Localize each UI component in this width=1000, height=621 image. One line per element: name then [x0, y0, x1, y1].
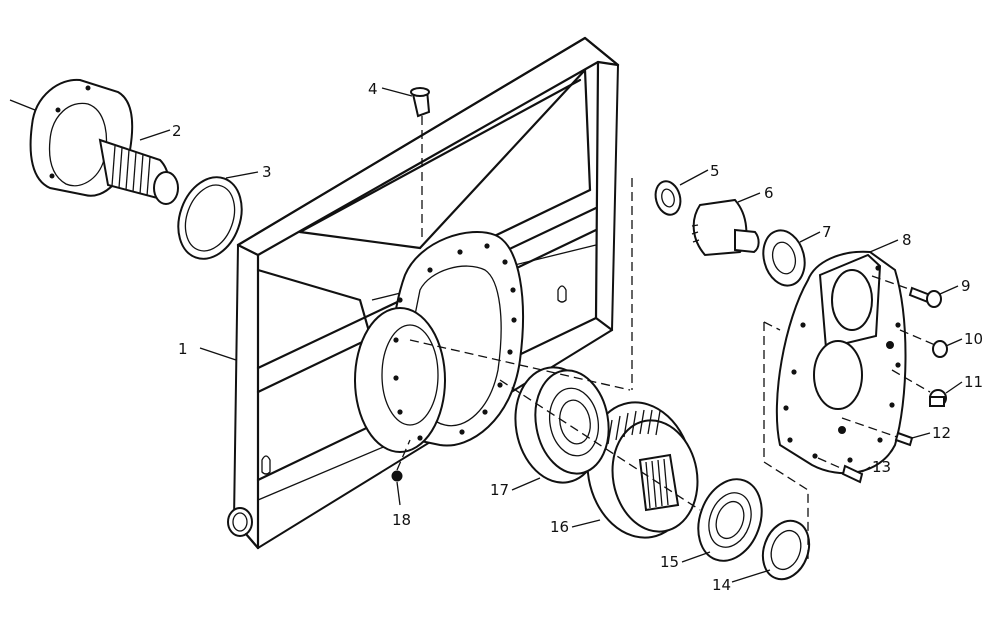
callout-6: 6	[764, 184, 774, 202]
part-7-bearing	[762, 229, 806, 287]
part-5-bearing	[654, 180, 682, 216]
part-6-pinion-gear	[691, 198, 760, 257]
callout-7: 7	[822, 223, 832, 241]
callout-11: 11	[964, 373, 983, 391]
callout-17: 17	[490, 481, 509, 499]
callout-12: 12	[932, 424, 951, 442]
callout-2: 2	[172, 122, 182, 140]
part-10-bolt	[899, 329, 948, 358]
part-9-bolt	[871, 275, 942, 308]
callout-16: 16	[550, 518, 569, 536]
cover-bolt-holes	[783, 265, 901, 463]
callout-15: 15	[660, 553, 679, 571]
callout-9: 9	[961, 277, 971, 295]
callout-labels: 1 2 3 4 5 6 7 8 9 10 11 12 13 14 15 16 1…	[172, 80, 983, 594]
housing-bolt-holes	[393, 243, 517, 441]
callout-13: 13	[872, 458, 891, 476]
callout-14: 14	[712, 576, 731, 594]
callout-10: 10	[964, 330, 983, 348]
callout-4: 4	[368, 80, 378, 98]
part-17-roller-bearing	[514, 366, 610, 484]
part-18-plug	[391, 439, 411, 482]
part-3-seal-ring	[177, 176, 243, 260]
pinion-teeth	[691, 224, 700, 243]
part-12-pin	[841, 417, 914, 447]
part-14-lock-nut	[761, 519, 811, 581]
large-gear-teeth	[607, 409, 661, 445]
callout-3: 3	[262, 163, 272, 181]
gear-bore-spline	[645, 458, 669, 509]
callout-1: 1	[178, 340, 188, 358]
part-2-flange-shaft	[9, 78, 179, 205]
callout-18: 18	[392, 511, 411, 529]
assembly-lines	[409, 178, 809, 560]
part-15-bearing	[697, 478, 763, 562]
housing-flange-plate	[354, 230, 524, 453]
part-4-plug	[410, 87, 431, 240]
part-8-cover-plate	[775, 250, 907, 475]
part-13-screw	[817, 457, 864, 484]
part-16-large-gear	[586, 401, 699, 539]
part-11-bolt	[891, 369, 947, 407]
callout-5: 5	[710, 162, 720, 180]
shaft-spline-teeth	[111, 145, 151, 197]
callout-lines	[139, 87, 963, 583]
callout-8: 8	[902, 231, 912, 249]
